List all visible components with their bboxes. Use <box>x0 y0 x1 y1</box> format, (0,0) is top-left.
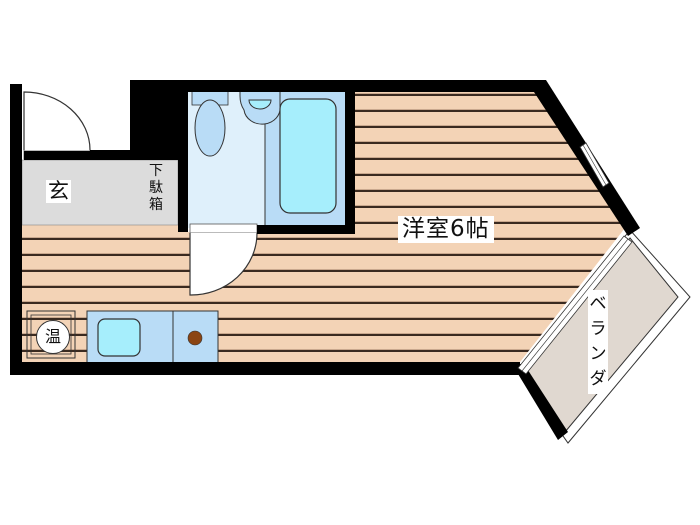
veranda-sliding-door[interactable] <box>517 235 633 375</box>
shoe-box-char: 箱 <box>149 197 163 213</box>
washbasin-icon <box>239 87 281 125</box>
genkan-label: 玄 <box>46 179 71 203</box>
veranda-label: ベ ラ ン ダ <box>588 290 608 394</box>
veranda-char: ダ <box>589 369 607 389</box>
veranda-char: ラ <box>589 319 607 339</box>
bathtub-icon <box>279 98 337 214</box>
walls <box>10 80 640 440</box>
shoe-box-char: 下 <box>149 163 163 179</box>
bathroom <box>188 87 345 228</box>
western-room-label: 洋室6帖 <box>398 216 494 243</box>
entry-door[interactable] <box>23 91 91 160</box>
water-heater-label: 温 <box>36 320 70 354</box>
veranda-char: ベ <box>589 294 607 314</box>
veranda-char: ン <box>589 344 607 364</box>
shoe-box-label: 下 駄 箱 <box>148 163 164 214</box>
window <box>579 142 610 188</box>
kitchen <box>86 310 219 366</box>
shoe-box-char: 駄 <box>149 180 163 196</box>
stove-burner-icon <box>187 330 203 346</box>
western-room <box>22 92 625 362</box>
sink-icon <box>97 318 141 357</box>
water-heater-box <box>26 310 76 359</box>
